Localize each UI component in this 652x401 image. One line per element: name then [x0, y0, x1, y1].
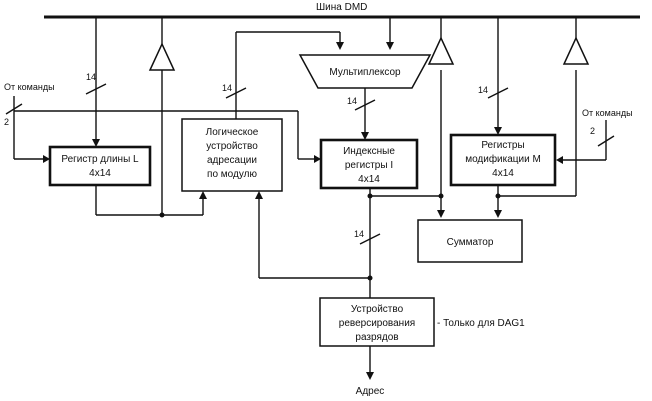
multiplexer-shape [298, 54, 432, 89]
bit-reverse-line3: разрядов [355, 332, 398, 343]
width-cmd-left: 2 [4, 117, 9, 127]
junction-feedback [367, 275, 373, 281]
slash-cmd-left [5, 103, 23, 115]
modulo-logic-box [181, 118, 283, 192]
modulo-in-arrow [199, 191, 207, 199]
index-registers-line2: регистры I [345, 160, 393, 171]
slash-modulo [225, 87, 247, 99]
index-registers-box [319, 138, 419, 190]
modify-registers-line3: 4x14 [492, 168, 514, 179]
modify-registers-line1: Регистры [481, 140, 524, 151]
length-register-box [48, 145, 152, 187]
junction-mid [438, 193, 444, 199]
index-registers-line3: 4x14 [358, 174, 380, 185]
modify-registers-box [449, 133, 557, 187]
address-out-arrow [366, 372, 374, 380]
adder-in-right-arrow [494, 210, 502, 218]
width-modulo: 14 [222, 83, 232, 93]
slash-cmd-right [597, 135, 615, 147]
width-left-bus: 14 [86, 72, 96, 82]
length-in-arrow [92, 139, 100, 147]
slash-index-out [359, 233, 381, 245]
slash-mux-out [354, 99, 376, 111]
left-buffer-triangle [148, 42, 176, 71]
multiplexer-label: Мультиплексор [329, 67, 401, 78]
modulo-bottom-arrow [255, 191, 263, 199]
only-dag1-note: - Только для DAG1 [437, 318, 525, 329]
index-in-arrow [314, 155, 321, 163]
adder-label: Сумматор [447, 237, 494, 248]
index-registers-line1: Индексные [343, 146, 395, 157]
modulo-logic-line3: адресации [207, 155, 257, 166]
width-mux-out: 14 [347, 96, 357, 106]
index-top-arrow [361, 132, 369, 140]
cmd-right-arrow [556, 156, 563, 164]
modify-registers-line2: модификации М [465, 153, 541, 165]
from-command-right-label: От команды [582, 108, 633, 118]
bit-reverse-line2: реверсирования [339, 318, 415, 329]
modulo-logic-line2: устройство [206, 141, 258, 152]
slash-left-bus [85, 83, 107, 95]
cmd-left-arrow [43, 155, 50, 163]
adder-in-left-arrow [437, 210, 445, 218]
length-register-line1: Регистр длины L [61, 154, 139, 165]
address-label: Адрес [356, 386, 385, 397]
modulo-logic-line4: по модулю [207, 169, 257, 180]
modify-in-arrow [494, 127, 502, 135]
length-register-line2: 4x14 [89, 168, 111, 179]
slash-modify [487, 87, 509, 99]
right-buffer-triangle [562, 36, 590, 65]
dmd-bus-label: Шина DMD [316, 2, 367, 13]
adder-box [417, 219, 523, 263]
bit-reverse-box [319, 297, 435, 347]
width-cmd-right: 2 [590, 126, 595, 136]
bit-reverse-line1: Устройство [351, 304, 404, 315]
width-modify: 14 [478, 85, 488, 95]
from-command-left-label: От команды [4, 82, 55, 92]
modulo-logic-line1: Логическое [206, 127, 259, 138]
width-index-out: 14 [354, 229, 364, 239]
mux-in-left-arrow [336, 42, 344, 50]
mux-in-right-arrow [386, 42, 394, 50]
mid-buffer-triangle [427, 36, 455, 65]
